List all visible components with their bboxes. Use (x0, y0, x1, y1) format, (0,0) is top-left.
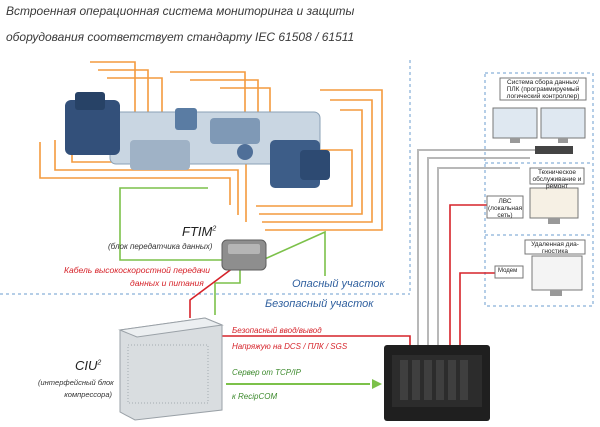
lan-box (486, 195, 524, 219)
maintenance-monitor (529, 187, 579, 224)
orange-cables (39, 61, 383, 231)
zone-safe: Безопасный участок (265, 298, 374, 310)
ciu-desc-2: компрессора) (64, 390, 112, 399)
red-links (222, 204, 496, 345)
ciu-label: CIU2 (75, 358, 101, 373)
dcs-label: Система сбора данных/ ПЛК (программируем… (506, 79, 580, 100)
red-cable (189, 267, 234, 318)
cable-label-1: Кабель высокоскоростной передачи (64, 265, 211, 275)
server-label-1: Сервер от TCP/IP (232, 368, 301, 377)
ciu-name: CIU (75, 358, 98, 373)
server-label-2: к RecipCOM (232, 392, 278, 401)
title-line-2: оборудования соответствует стандарту IEC… (6, 30, 355, 44)
compressor-machine (65, 92, 330, 188)
dcs-monitors (492, 107, 586, 154)
zone-hazardous: Опасный участок (292, 278, 385, 290)
right-panel-frame (484, 72, 594, 307)
ftim-name: FTIM (182, 224, 213, 239)
lan-label: ЛВС (локальная сеть) (488, 198, 523, 219)
remote-label: Удаленная диа- гностика (531, 241, 579, 255)
ftim-device (221, 239, 267, 271)
cable-label-2: данных и питания (130, 278, 204, 288)
gray-links (417, 149, 547, 345)
title-line-1: Встроенная операционная система монитори… (6, 4, 355, 18)
ciu-cabinet (118, 317, 224, 421)
maint-label: Техническое обслуживание и ремонт (532, 169, 582, 190)
dcs-label-box (499, 77, 587, 101)
ciu-desc-1: (интерфейсный блок (38, 378, 114, 387)
remote-label-box (524, 239, 586, 255)
ftim-sup: 2 (212, 225, 217, 233)
server-unit (384, 345, 490, 421)
green-arrow (226, 379, 382, 389)
ftim-desc: (блок передатчика данных) (108, 242, 213, 251)
modem-label: Модем (498, 268, 518, 274)
safe-io-label: Безопасный ввод/вывод (232, 326, 322, 335)
ftim-label: FTIM2 (182, 224, 216, 239)
voltage-label: Напряжую на DCS / ПЛК / SGS (232, 342, 348, 351)
modem-box (494, 265, 524, 279)
ciu-sup: 2 (97, 359, 102, 367)
remote-monitor (531, 255, 583, 296)
maint-label-box (529, 167, 585, 185)
